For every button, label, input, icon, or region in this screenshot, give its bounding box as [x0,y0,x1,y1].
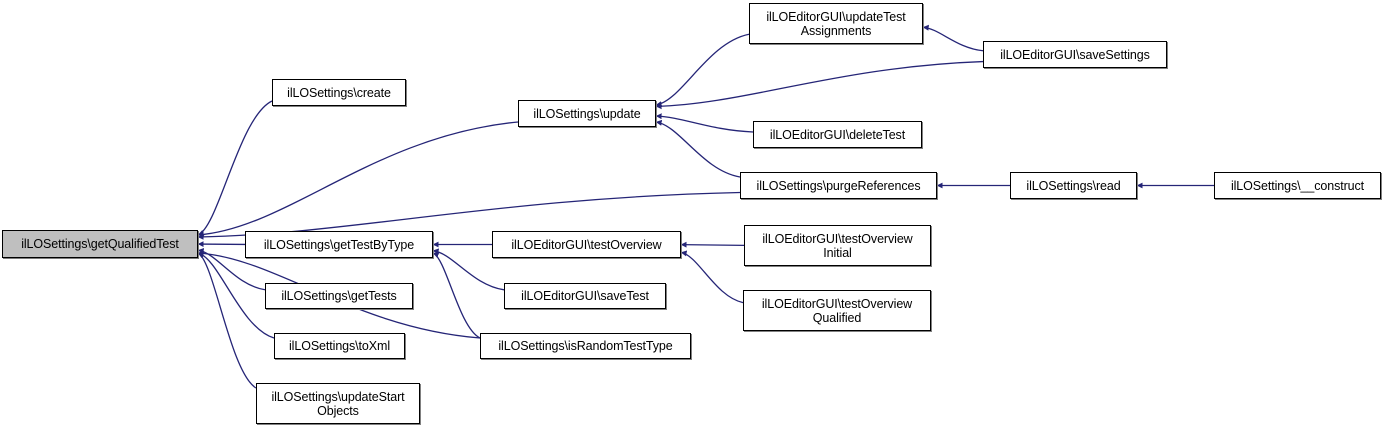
graph-node-label: ilLOEditorGUI\testOverview [511,237,662,252]
edge-savesettings-to-updatetestassignments [922,24,984,52]
graph-node-label: ilLOEditorGUI\saveTest [521,289,649,303]
edge-create-to-getqualifiedtest [197,100,273,236]
graph-node-label: ilLOSettings\isRandomTestType [498,339,673,353]
graph-node-label: ilLOSettings\updateStart Objects [271,389,405,418]
graph-node-read[interactable]: ilLOSettings\read [1010,172,1137,199]
edge-israndomtesttype-to-gettestbytype [432,252,481,339]
graph-node-label: ilLOEditorGUI\testOverview Qualified [761,296,913,325]
graph-node-israndomtesttype[interactable]: ilLOSettings\isRandomTestType [480,333,691,359]
graph-node-updatestartobjects[interactable]: ilLOSettings\updateStart Objects [256,383,420,424]
edge-testoverviewinitial-to-testoverview [680,241,745,248]
graph-node-purgereferences[interactable]: ilLOSettings\purgeReferences [740,172,937,199]
graph-node-label: ilLOSettings\update [533,106,641,121]
graph-node-label: ilLOEditorGUI\testOverview Initial [762,231,913,260]
edge-toxml-to-getqualifiedtest [197,251,275,339]
graph-node-label: ilLOEditorGUI\deleteTest [769,127,906,142]
graph-node-label: ilLOSettings\purgeReferences [756,178,921,193]
graph-node-toxml[interactable]: ilLOSettings\toXml [274,333,405,359]
graph-node-updatetestassignments[interactable]: ilLOEditorGUI\updateTest Assignments [749,3,923,44]
graph-node-label: ilLOSettings\read [1026,178,1121,193]
edge-updatetestassignments-to-update [655,33,750,108]
graph-node-create[interactable]: ilLOSettings\create [272,79,406,106]
graph-node-testoverviewqualified[interactable]: ilLOEditorGUI\testOverview Qualified [743,290,931,331]
graph-node-savetest[interactable]: ilLOEditorGUI\saveTest [504,283,666,309]
graph-node-label: ilLOSettings\__construct [1230,178,1365,193]
graph-node-construct[interactable]: ilLOSettings\__construct [1214,172,1381,199]
graph-node-label: ilLOSettings\getTestByType [263,237,415,252]
graph-node-testoverview[interactable]: ilLOEditorGUI\testOverview [492,231,681,258]
graph-node-label: ilLOEditorGUI\saveSettings [1000,47,1150,62]
graph-node-label: ilLOSettings\getTests [281,289,397,303]
graph-node-label: ilLOEditorGUI\updateTest Assignments [766,9,906,38]
edge-update-to-getqualifiedtest [197,121,519,238]
graph-node-savesettings[interactable]: ilLOEditorGUI\saveSettings [983,41,1167,68]
edge-updatestartobjects-to-getqualifiedtest [197,252,257,389]
graph-node-deletetest[interactable]: ilLOEditorGUI\deleteTest [753,121,922,148]
graph-node-testoverviewinitial[interactable]: ilLOEditorGUI\testOverview Initial [744,225,931,266]
edge-deletetest-to-update [655,113,754,133]
edge-testoverviewqualified-to-testoverview [680,250,744,304]
graph-node-label: ilLOSettings\create [287,85,391,100]
edge-purgereferences-to-update [655,119,741,178]
graph-node-update[interactable]: ilLOSettings\update [518,100,656,127]
edge-savesettings-to-update [655,60,984,110]
graph-node-gettests[interactable]: ilLOSettings\getTests [265,283,413,309]
graph-node-gettestbytype[interactable]: ilLOSettings\getTestByType [245,231,433,258]
graph-node-label: ilLOSettings\getQualifiedTest [21,237,179,251]
graph-node-label: ilLOSettings\toXml [288,339,391,353]
graph-node-getqualifiedtest[interactable]: ilLOSettings\getQualifiedTest [2,230,198,258]
